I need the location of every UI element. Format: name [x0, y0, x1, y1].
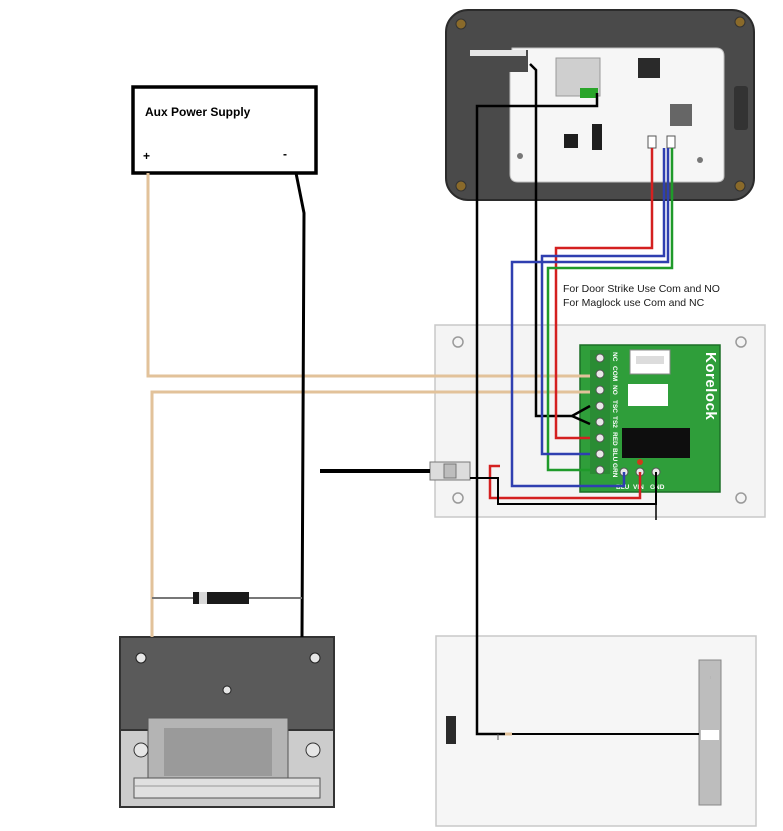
aux-power-supply: Aux Power Supply + -	[131, 85, 318, 175]
terminal-label-blu: BLU	[611, 448, 618, 462]
bottom-label-gnd: GND	[650, 484, 665, 491]
gnd-wire	[470, 472, 657, 505]
cable-connector	[429, 461, 471, 481]
tan-wires	[146, 173, 590, 637]
note-door-strike: For Door Strike Use Com and NO	[563, 283, 720, 295]
psu-minus-terminal: -	[283, 147, 287, 161]
terminal-label-tsc: TSC	[611, 400, 618, 413]
bottom-label-blu: BLU	[616, 484, 630, 491]
diode	[152, 592, 302, 604]
keypad-device	[445, 9, 755, 201]
reader-terminal-block	[580, 88, 598, 98]
bottom-label-vin: VIN	[633, 484, 644, 491]
aux-power-supply-title: Aux Power Supply	[145, 105, 251, 119]
door-strike	[119, 636, 335, 808]
blue-wires	[510, 148, 670, 488]
terminal-label-com: COM	[611, 366, 618, 381]
green-wires	[546, 148, 674, 472]
terminal-label-no: NO	[611, 385, 618, 395]
reader-relay-black-1	[529, 63, 591, 418]
psu-negative-wire	[294, 172, 306, 638]
terminal-label-grn: GRN	[611, 463, 618, 478]
terminal-label-ts2: TS2	[611, 416, 618, 428]
note-maglock: For Maglock use Com and NC	[563, 297, 705, 309]
psu-plus-terminal: +	[143, 149, 150, 163]
reader-relay-black-2	[571, 414, 591, 426]
terminal-label-nc: NC	[611, 352, 618, 362]
svg-text:...: ...	[709, 676, 713, 679]
sensor-wire-black	[475, 93, 599, 736]
red-wires	[488, 148, 654, 500]
relay-board-brand: Korelock	[702, 352, 719, 420]
terminal-label-red: RED	[611, 432, 618, 446]
relay-terminal-column	[590, 350, 610, 475]
door-panel: ...	[435, 635, 757, 827]
